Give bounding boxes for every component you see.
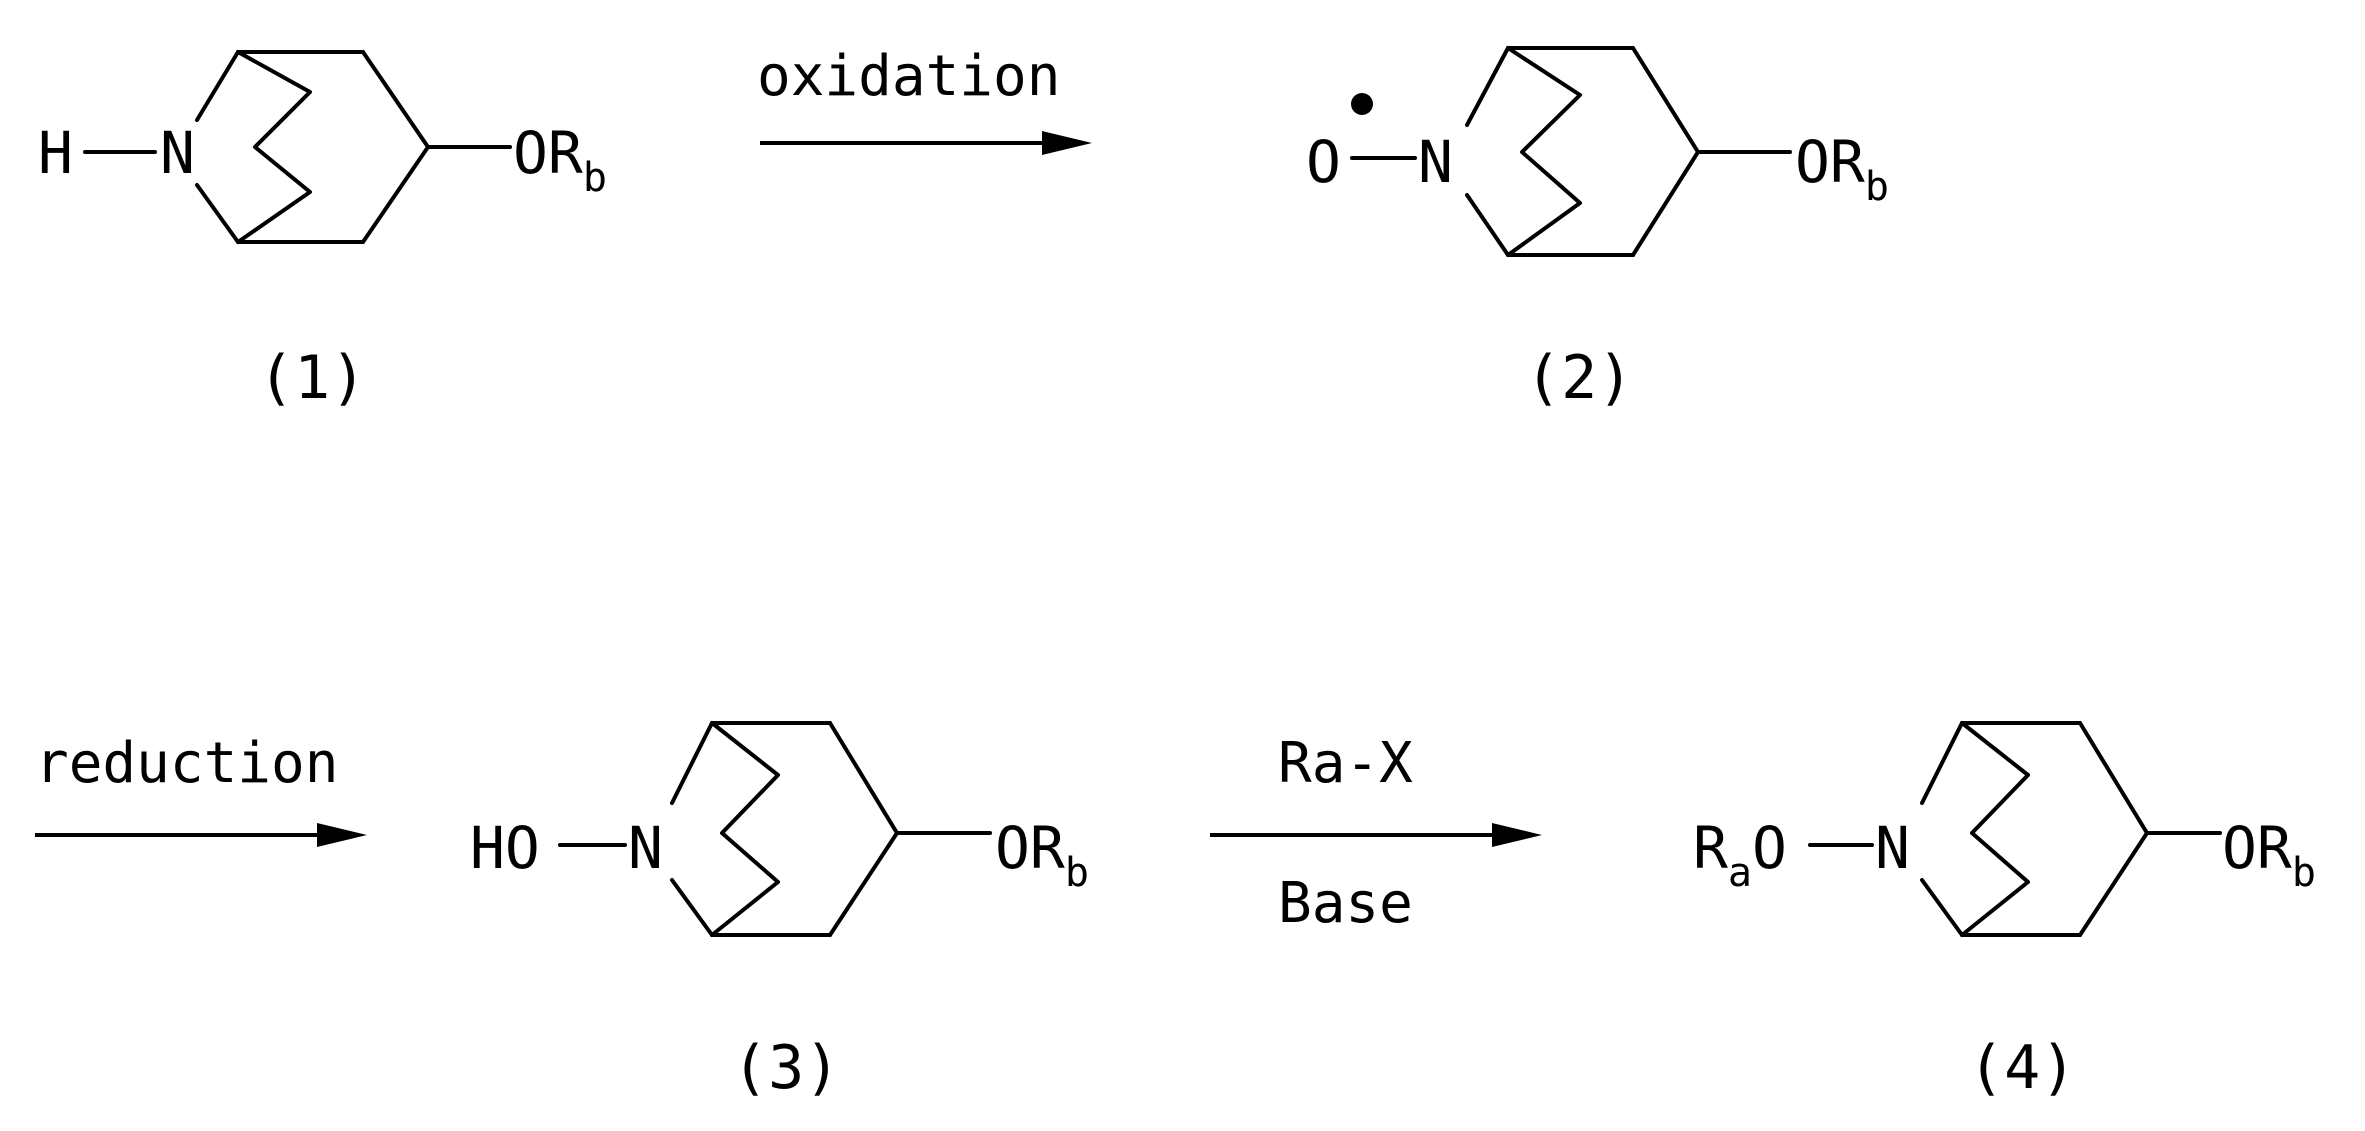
arrow-alkylation: Ra-X Base — [1210, 731, 1542, 936]
compound-3-n-substituent: HO — [470, 814, 540, 882]
arrow-reduction: reduction — [35, 731, 367, 847]
compound-1-bicyclic-skeleton — [197, 52, 428, 242]
compound-3-label: (3) — [732, 1033, 840, 1103]
alkylation-arrowhead — [1492, 823, 1542, 847]
compound-2-label: (2) — [1525, 343, 1633, 413]
compound-4-label: (4) — [1968, 1033, 2076, 1103]
alkylation-base-label: Base — [1278, 871, 1413, 936]
compound-1: H N ORb (1) — [38, 52, 607, 413]
compound-4-n-substituent: RaO — [1693, 814, 1787, 896]
compound-4-c-substituent: ORb — [2222, 814, 2316, 896]
reduction-arrowhead — [317, 823, 367, 847]
compound-1-n-substituent: H — [38, 119, 73, 187]
compound-2-c-substituent: ORb — [1795, 128, 1889, 210]
compound-3-bicyclic-skeleton — [672, 723, 897, 935]
reduction-label: reduction — [35, 731, 338, 796]
compound-3-ring-n: N — [628, 814, 663, 882]
compound-2-n-substituent: O — [1306, 128, 1341, 196]
compound-2-ring-n: N — [1418, 128, 1453, 196]
compound-3-c-substituent: ORb — [995, 814, 1089, 896]
oxidation-label: oxidation — [757, 44, 1060, 109]
compound-1-label: (1) — [258, 343, 366, 413]
compound-4: RaO N ORb (4) — [1693, 723, 2316, 1103]
compound-4-ring-n: N — [1875, 814, 1910, 882]
compound-2: O N ORb (2) — [1306, 48, 1889, 413]
compound-3: HO N ORb (3) — [470, 723, 1089, 1103]
arrow-oxidation: oxidation — [757, 44, 1092, 155]
radical-dot-icon — [1351, 93, 1373, 115]
compound-2-bicyclic-skeleton — [1467, 48, 1698, 255]
compound-1-c-substituent: ORb — [513, 119, 607, 201]
oxidation-arrowhead — [1042, 131, 1092, 155]
compound-1-ring-n: N — [160, 119, 195, 187]
compound-4-bicyclic-skeleton — [1922, 723, 2147, 935]
alkylation-reagent-label: Ra-X — [1278, 731, 1413, 796]
